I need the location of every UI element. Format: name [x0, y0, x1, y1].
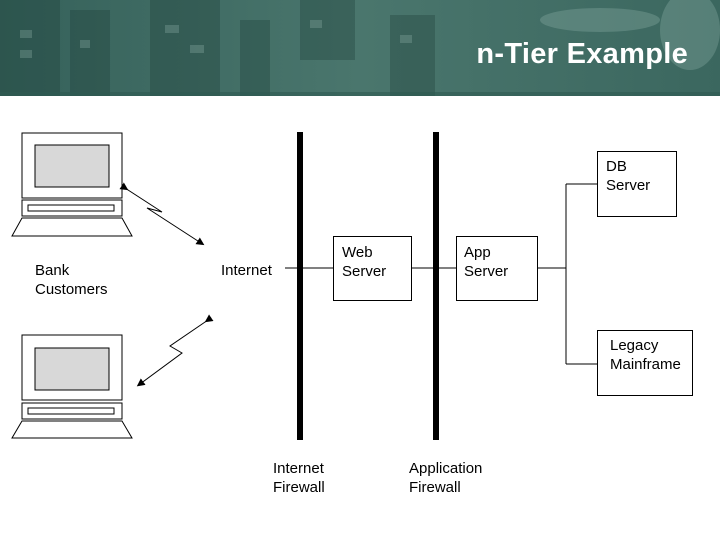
db-server-box [597, 151, 677, 217]
application-firewall-label: Application Firewall [409, 460, 483, 496]
app-server-box [456, 236, 538, 301]
lightning-arrow-icon [136, 314, 214, 387]
web-server-box [333, 236, 412, 301]
internet-label: Internet [221, 262, 272, 279]
header-background [0, 0, 720, 96]
header-banner: n-Tier Example [0, 0, 720, 96]
slide-title: n-Tier Example [476, 38, 688, 70]
computer-icon [11, 132, 133, 237]
application-firewall-icon [433, 132, 439, 440]
lightning-arrow-icon [119, 182, 205, 246]
connection-lines [285, 183, 597, 365]
internet-firewall-icon [297, 132, 303, 440]
legacy-mainframe-label: Legacy Mainframe [610, 337, 681, 373]
db-server-label: DB Server [606, 158, 651, 194]
internet-firewall-label: Internet Firewall [273, 460, 325, 496]
legacy-mainframe-box [597, 330, 693, 396]
web-server-label: Web Server [342, 244, 387, 280]
computer-icon [11, 334, 133, 439]
app-server-label: App Server [464, 244, 509, 280]
bank-customers-label: Bank Customers [35, 262, 108, 298]
